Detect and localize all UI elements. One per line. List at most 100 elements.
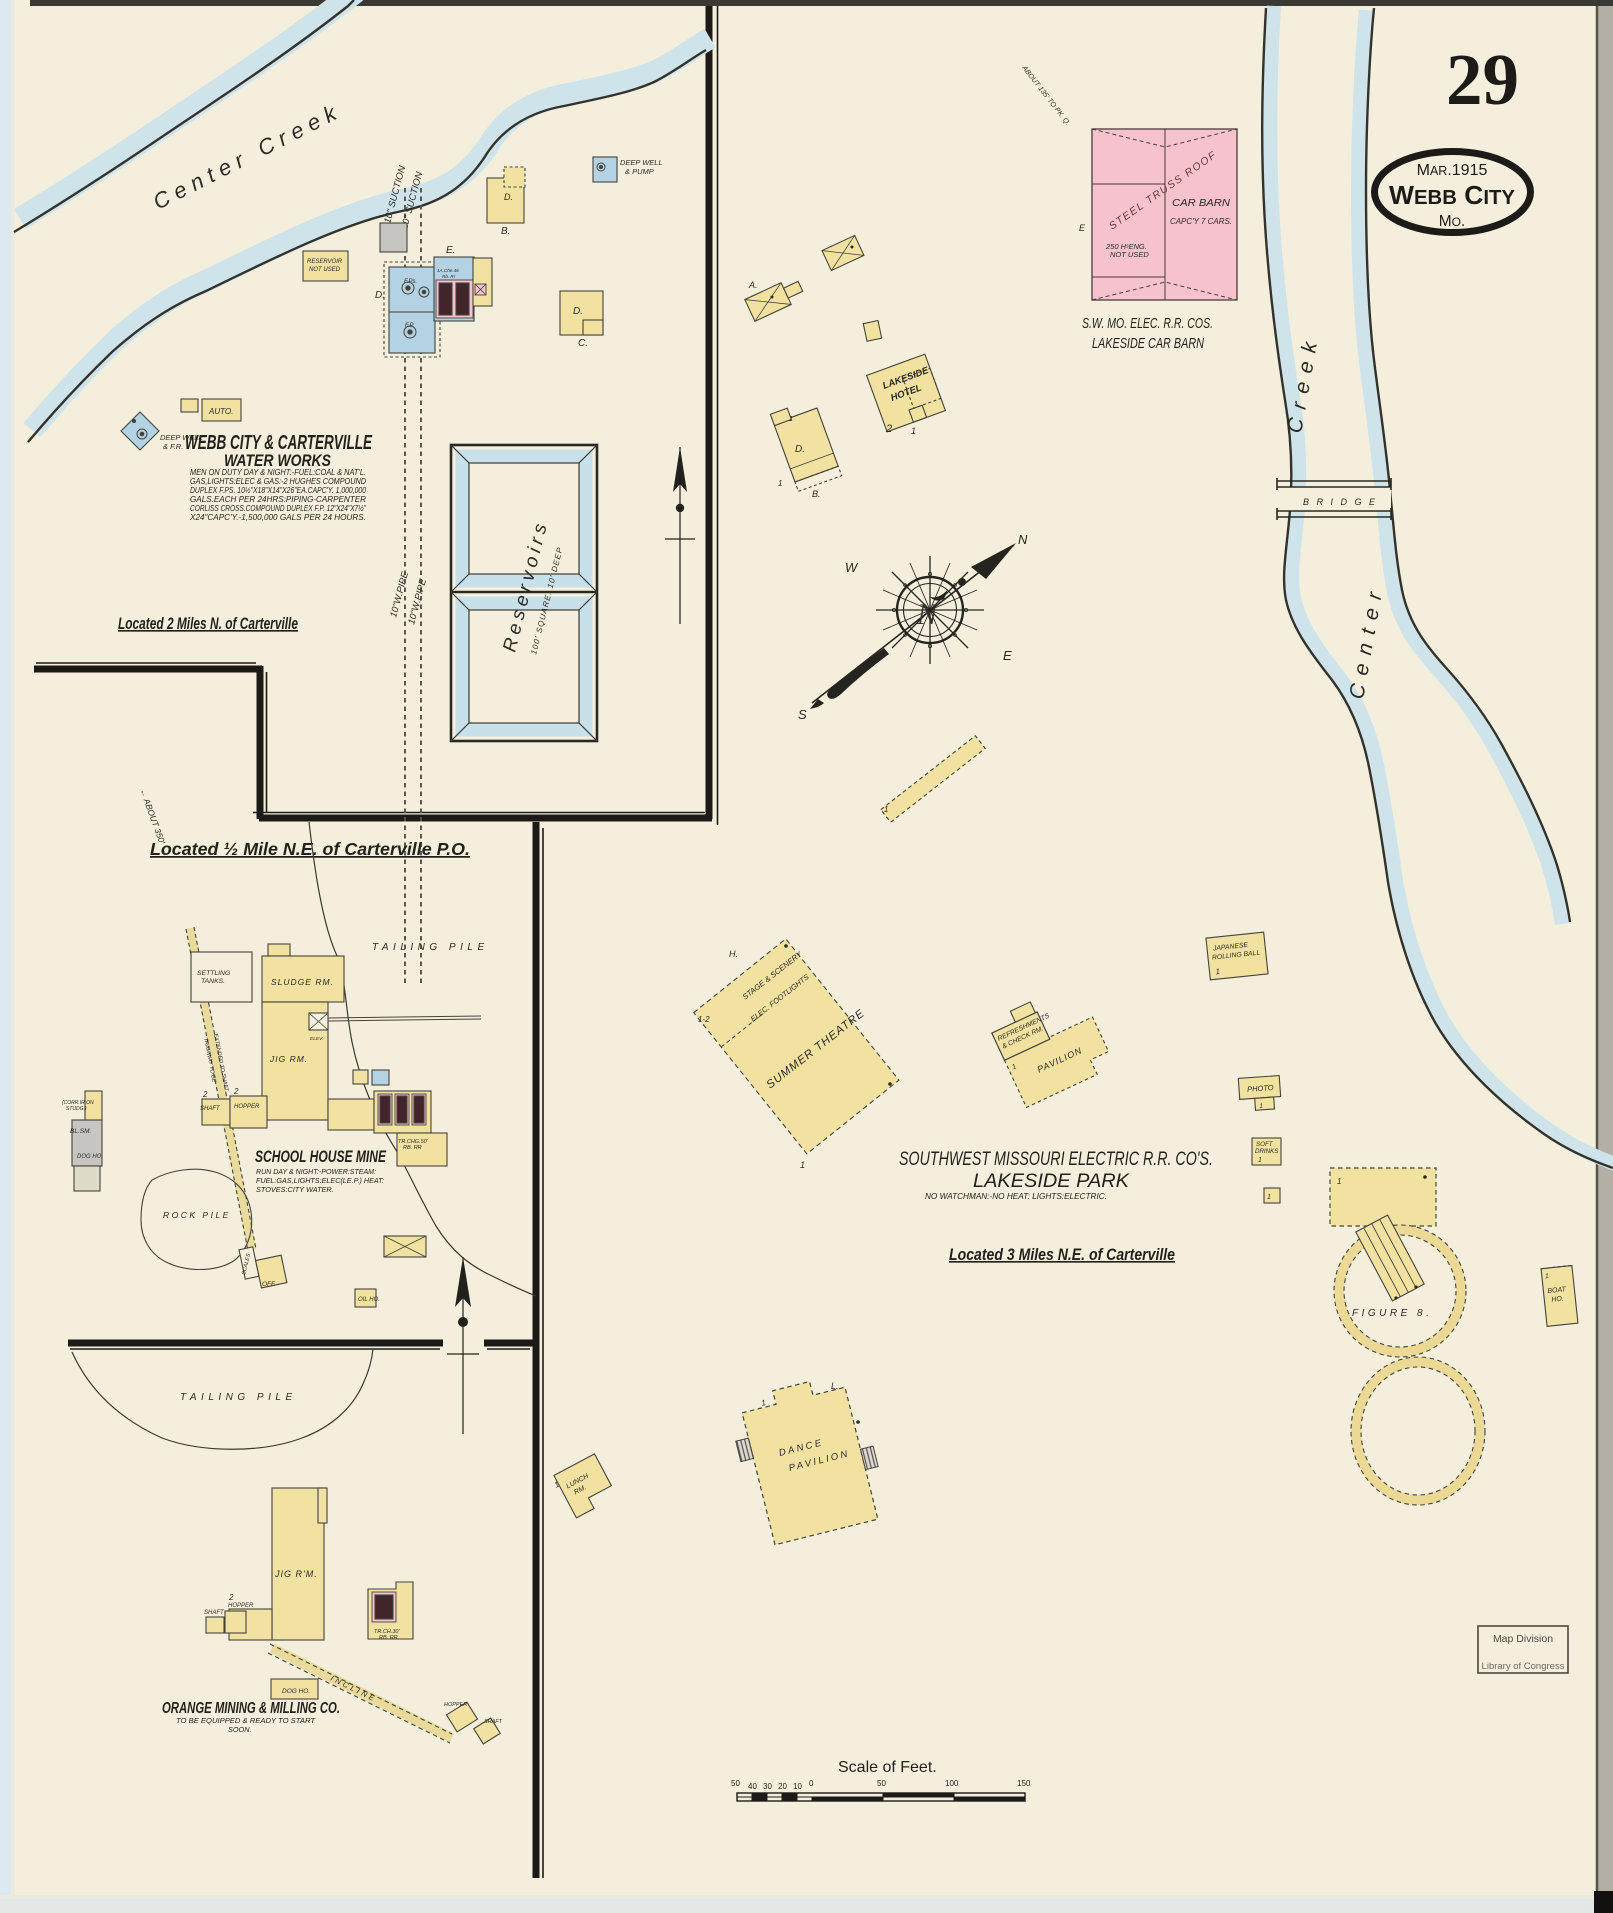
svg-text:LAKESIDE CAR BARN: LAKESIDE CAR BARN [1092, 336, 1204, 352]
svg-text:2: 2 [228, 1593, 234, 1602]
svg-text:CAPC'Y 7 CARS.: CAPC'Y 7 CARS. [1170, 216, 1232, 226]
svg-text:TO BE EQUIPPED & READY TO STAR: TO BE EQUIPPED & READY TO START [176, 1716, 316, 1725]
svg-text:AUTO.: AUTO. [208, 407, 233, 416]
svg-text:OIL HO.: OIL HO. [358, 1297, 380, 1303]
svg-text:CAR BARN: CAR BARN [1172, 197, 1230, 209]
svg-text:0: 0 [809, 1779, 814, 1788]
svg-text:E.: E. [446, 245, 455, 256]
svg-text:SLUDGE RM.: SLUDGE RM. [271, 977, 334, 987]
svg-text:H.: H. [729, 949, 738, 959]
svg-text:W: W [845, 560, 859, 575]
svg-text:MO.: MO. [1439, 213, 1466, 230]
svg-text:BOAT: BOAT [1547, 1286, 1567, 1295]
svg-text:Library of Congress: Library of Congress [1482, 1661, 1565, 1672]
svg-text:1: 1 [778, 479, 782, 488]
svg-text:Located 3 Miles N.E. of Carter: Located 3 Miles N.E. of Carterville [949, 1246, 1175, 1264]
svg-text:OFF.: OFF. [262, 1281, 276, 1288]
svg-text:30: 30 [763, 1782, 772, 1791]
svg-text:NO WATCHMAN:-NO HEAT: LIGHTS:E: NO WATCHMAN:-NO HEAT: LIGHTS:ELECTRIC. [925, 1192, 1107, 1201]
svg-text:40: 40 [748, 1782, 757, 1791]
svg-text:20: 20 [778, 1782, 787, 1791]
svg-text:SOON.: SOON. [228, 1725, 252, 1734]
svg-text:F.Ps.: F.Ps. [404, 279, 417, 285]
svg-text:1: 1 [800, 1160, 805, 1170]
svg-text:NOT USED: NOT USED [309, 267, 341, 273]
svg-text:X24"CAPC'Y.-1,500,000 GALS PER: X24"CAPC'Y.-1,500,000 GALS PER 24 HOURS. [189, 513, 366, 522]
svg-text:DEEP WELL: DEEP WELL [620, 158, 663, 167]
svg-text:MAR.1915: MAR.1915 [1417, 162, 1488, 179]
svg-text:D.: D. [795, 444, 805, 455]
svg-text:C.: C. [578, 338, 588, 349]
svg-text:TAILING PILE: TAILING PILE [180, 1392, 297, 1403]
svg-text:(CORR.IR.ON: (CORR.IR.ON [62, 1100, 94, 1106]
svg-text:LAKESIDE PARK: LAKESIDE PARK [973, 1171, 1130, 1192]
svg-text:Rb. Rr: Rb. Rr [442, 274, 456, 279]
svg-text:F.P.: F.P. [405, 323, 414, 329]
svg-text:DUPLEX F.PS. 10½"X18"X14"X26"E: DUPLEX F.PS. 10½"X18"X14"X26"EA.CAPC'Y. … [190, 486, 367, 495]
svg-text:TR.CH.30': TR.CH.30' [374, 1629, 400, 1635]
svg-text:250 HˢENG.: 250 HˢENG. [1105, 242, 1147, 251]
svg-text:BRIDGE: BRIDGE [1303, 497, 1383, 507]
svg-text:CORLISS CROSS.COMPOUND DUPLEX: CORLISS CROSS.COMPOUND DUPLEX F.P. 12"X2… [190, 504, 367, 513]
svg-text:HO.: HO. [1551, 1296, 1564, 1304]
svg-text:HOPPER: HOPPER [228, 1603, 254, 1609]
svg-text:Map Division: Map Division [1493, 1633, 1553, 1645]
svg-text:1: 1 [1011, 1063, 1018, 1071]
svg-text:L.: L. [831, 1381, 839, 1391]
svg-text:2: 2 [202, 1090, 208, 1099]
svg-text:1-2: 1-2 [698, 1015, 710, 1024]
svg-text:TANKS.: TANKS. [201, 978, 225, 985]
svg-text:N: N [916, 598, 939, 631]
svg-text:2: 2 [233, 1087, 239, 1096]
svg-text:NOT USED: NOT USED [1110, 250, 1149, 259]
svg-text:SHAFT: SHAFT [484, 1719, 503, 1725]
svg-text:1: 1 [1337, 1177, 1341, 1186]
svg-text:SHAFT: SHAFT [200, 1106, 221, 1112]
svg-text:Scale of Feet.: Scale of Feet. [838, 1759, 937, 1776]
svg-text:1: 1 [553, 1480, 561, 1490]
svg-text:D.: D. [504, 192, 513, 202]
svg-text:ELEV.: ELEV. [310, 1036, 323, 1042]
svg-text:GALS.EACH PER 24HRS:PIPING-CAR: GALS.EACH PER 24HRS:PIPING-CARPENTER [190, 495, 366, 504]
svg-text:SOFT: SOFT [1256, 1141, 1274, 1148]
svg-text:WEBB CITY & CARTERVILLE: WEBB CITY & CARTERVILLE [185, 432, 372, 454]
svg-text:STOVES:CITY WATER.: STOVES:CITY WATER. [256, 1185, 334, 1194]
svg-text:E: E [1079, 223, 1086, 233]
svg-text:B.: B. [812, 489, 821, 499]
svg-text:50: 50 [731, 1779, 740, 1788]
svg-text:150: 150 [1017, 1779, 1031, 1788]
svg-text:GAS,LIGHTS:ELEC & GAS:-2 HUGHE: GAS,LIGHTS:ELEC & GAS:-2 HUGHES COMPOUND [190, 477, 366, 486]
svg-text:1: 1 [760, 1398, 766, 1408]
svg-text:DRINKS: DRINKS [1255, 1148, 1279, 1155]
svg-text:DOG HO.: DOG HO. [282, 1688, 310, 1695]
svg-text:1: 1 [1258, 1157, 1262, 1164]
svg-text:N: N [1018, 532, 1028, 547]
svg-text:E: E [1003, 648, 1012, 663]
svg-text:TR.CHG.50': TR.CHG.50' [398, 1139, 429, 1145]
svg-text:ROCK PILE: ROCK PILE [163, 1210, 231, 1220]
svg-text:RESERVOIR: RESERVOIR [307, 259, 343, 265]
svg-text:RB. RR: RB. RR [403, 1145, 422, 1151]
svg-text:BL.SM.: BL.SM. [70, 1128, 92, 1135]
svg-text:JIG RM.: JIG RM. [269, 1054, 308, 1064]
svg-text:JIG R'M.: JIG R'M. [274, 1569, 318, 1579]
svg-text:SETTLING: SETTLING [197, 970, 230, 977]
svg-text:S.W. MO. ELEC. R.R. COS.: S.W. MO. ELEC. R.R. COS. [1082, 316, 1213, 332]
svg-text:D.: D. [573, 306, 583, 317]
svg-text:A.: A. [748, 280, 758, 290]
svg-text:1: 1 [789, 416, 793, 423]
svg-text:DOG HO.: DOG HO. [77, 1154, 103, 1160]
svg-text:1: 1 [1215, 967, 1220, 976]
svg-text:10: 10 [793, 1782, 802, 1791]
svg-text:2: 2 [885, 423, 892, 435]
svg-text:RUN DAY & NIGHT:-POWER:STEAM:: RUN DAY & NIGHT:-POWER:STEAM: [256, 1167, 376, 1176]
svg-text:SOUTHWEST MISSOURI ELECTRIC R.: SOUTHWEST MISSOURI ELECTRIC R.R. CO'S. [899, 1149, 1213, 1170]
svg-text:Located 2 Miles N. of Cartervi: Located 2 Miles N. of Carterville [118, 615, 298, 633]
svg-text:SCHOOL HOUSE MINE: SCHOOL HOUSE MINE [255, 1148, 387, 1166]
svg-text:PHOTO: PHOTO [1247, 1083, 1274, 1094]
svg-text:D.: D. [375, 290, 385, 301]
svg-text:50: 50 [877, 1779, 886, 1788]
svg-text:100: 100 [945, 1779, 959, 1788]
svg-text:SHAFT: SHAFT [204, 1610, 225, 1616]
svg-text:ORANGE MINING & MILLING CO.: ORANGE MINING & MILLING CO. [162, 1700, 340, 1717]
